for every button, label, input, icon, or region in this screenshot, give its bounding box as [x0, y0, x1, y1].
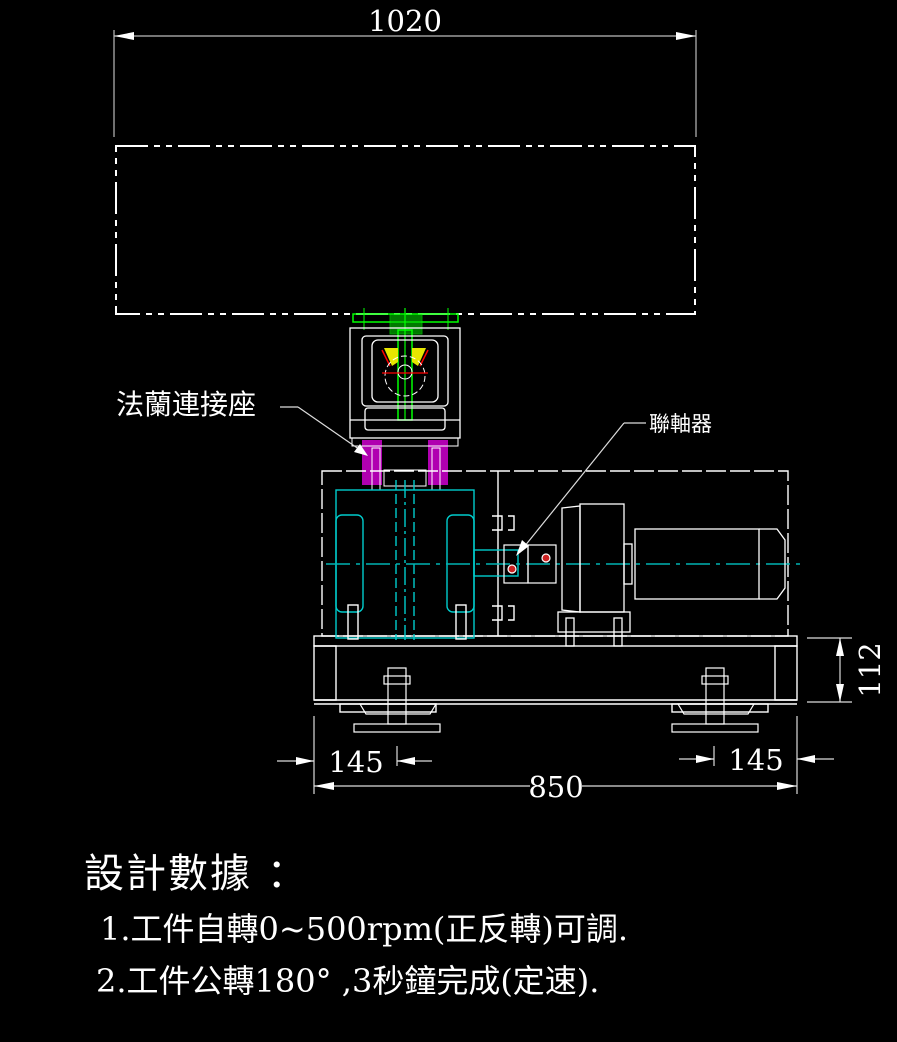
dimension-850-text: 850: [528, 770, 583, 804]
gear-motor: [557, 503, 786, 647]
dimension-1020: [113, 30, 697, 137]
dimension-145-left-text: 145: [328, 745, 383, 779]
note-item-1: 1.工件自轉0~500rpm(正反轉)可調.: [100, 910, 629, 948]
notes-title: 設計數據 ：: [84, 851, 309, 897]
leveling-foot-left: [353, 667, 441, 733]
turntable-assembly: [352, 308, 459, 421]
workpiece-phantom-outline: [115, 145, 696, 315]
flange-callout-leader: [280, 406, 368, 456]
coupling-label: 聯軸器: [649, 412, 712, 436]
bevel-gear: [381, 348, 429, 397]
dimension-145-right-text: 145: [728, 743, 783, 777]
dimension-lines-bottom: [277, 637, 852, 794]
coupling-callout-leader: [516, 422, 646, 556]
leveling-foot-right: [671, 667, 759, 733]
gearbox-housing: [349, 327, 461, 439]
coupling: [503, 544, 557, 584]
design-notes: 設計數據 ： 1.工件自轉0~500rpm(正反轉)可調. 2.工件公轉180°…: [84, 845, 628, 1007]
worm-reducer: [335, 480, 519, 640]
note-item-2: 2.工件公轉180° ,3秒鐘完成(定速).: [96, 962, 600, 1000]
dimension-112-text: 112: [853, 642, 887, 697]
flange-seat-label: 法蘭連接座: [116, 388, 256, 421]
dimension-1020-text: 1020: [368, 4, 442, 38]
